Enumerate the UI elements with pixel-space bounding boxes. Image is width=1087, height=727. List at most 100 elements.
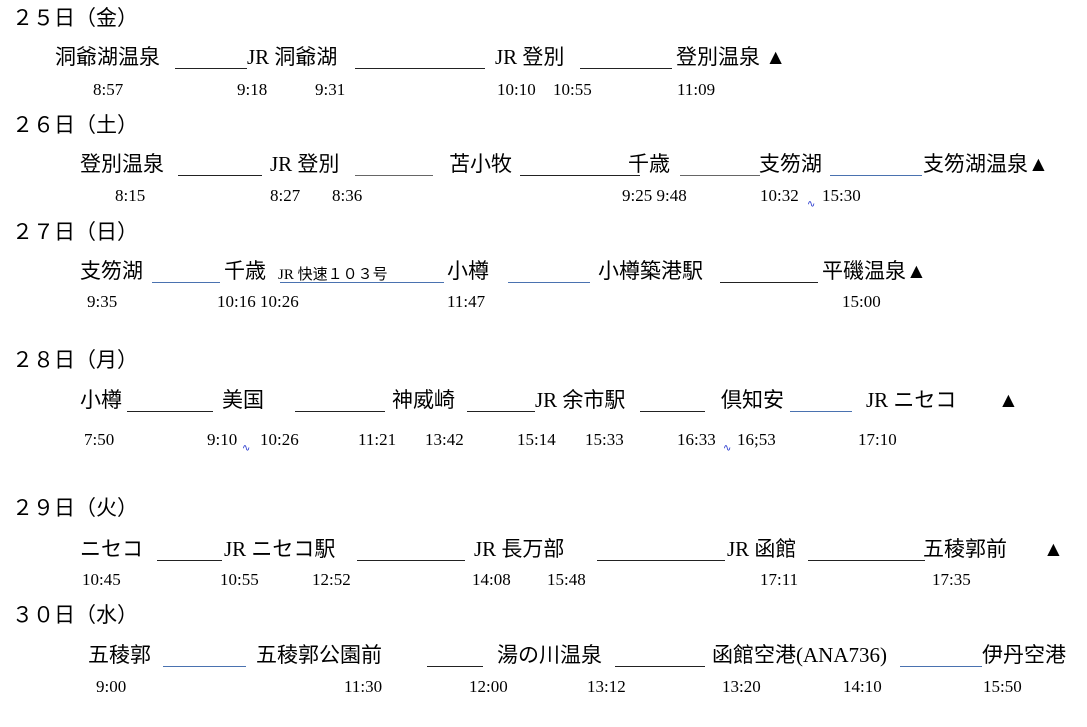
station-name: JR 函館 xyxy=(727,537,797,561)
time-label: 9:25 9:48 xyxy=(622,186,687,205)
station-name: 五稜郭 xyxy=(88,643,151,667)
station-name: JR ニセコ駅 xyxy=(224,537,336,561)
time-label: 15:33 xyxy=(585,430,624,449)
station-name: JR 登別 xyxy=(270,152,340,176)
station-name: 函館空港(ANA736) xyxy=(712,643,887,667)
time-label: 10:10 xyxy=(497,80,536,99)
time-label: 15:00 xyxy=(842,292,881,311)
station-name: JR ニセコ xyxy=(866,388,957,412)
station-name: 小樽 xyxy=(447,259,489,283)
connector-line xyxy=(355,68,485,69)
station-name: 伊丹空港 xyxy=(982,643,1066,667)
time-label: 7:50 xyxy=(84,430,115,449)
time-label: 9:10 xyxy=(207,430,238,449)
time-label: 9:31 xyxy=(315,80,346,99)
day-heading: ２８日（月） xyxy=(12,348,138,372)
time-label: 12:52 xyxy=(312,570,351,589)
connector-line xyxy=(152,282,220,283)
station-name: 神威崎 xyxy=(392,388,455,412)
connector-line xyxy=(355,175,433,176)
station-name: ▲ xyxy=(1043,537,1064,561)
time-label: 10:26 xyxy=(260,430,299,449)
time-label: 10:16 10:26 xyxy=(217,292,299,311)
day-heading: ２６日（土） xyxy=(12,113,138,137)
station-name: JR 快速１０３号 xyxy=(278,267,388,283)
station-name: 平磯温泉▲ xyxy=(822,259,927,283)
station-name: JR 長万部 xyxy=(474,537,565,561)
station-name: ▲ xyxy=(998,388,1019,412)
time-label: 10:55 xyxy=(553,80,592,99)
time-label: 17:35 xyxy=(932,570,971,589)
connector-line xyxy=(597,560,725,561)
connector-line xyxy=(295,411,385,412)
time-label: 13:12 xyxy=(587,677,626,696)
connector-line xyxy=(900,666,982,667)
time-label: 16;53 xyxy=(737,430,776,449)
connector-line xyxy=(830,175,922,176)
station-name: 美国 xyxy=(222,388,264,412)
spellcheck-squiggle: ∿ xyxy=(723,443,732,454)
station-name: 支笏湖 xyxy=(759,152,822,176)
time-label: 15:48 xyxy=(547,570,586,589)
connector-line xyxy=(615,666,705,667)
time-label: 9:00 xyxy=(96,677,127,696)
time-label: 15:50 xyxy=(983,677,1022,696)
connector-line xyxy=(467,411,535,412)
station-name: 千歳 xyxy=(628,152,670,176)
connector-line xyxy=(520,175,640,176)
time-label: 9:35 xyxy=(87,292,118,311)
station-name: 登別温泉 ▲ xyxy=(676,45,787,69)
connector-line xyxy=(127,411,213,412)
station-name: ニセコ xyxy=(80,537,143,561)
time-label: 10:45 xyxy=(82,570,121,589)
station-name: 苫小牧 xyxy=(449,152,512,176)
time-label: 8:27 xyxy=(270,186,301,205)
station-name: 五稜郭公園前 xyxy=(256,643,382,667)
time-label: 11:30 xyxy=(344,677,383,696)
time-label: 10:32 xyxy=(760,186,799,205)
time-label: 11:21 xyxy=(358,430,397,449)
time-label: 8:57 xyxy=(93,80,124,99)
station-name: 小樽 xyxy=(80,388,122,412)
time-label: 14:08 xyxy=(472,570,511,589)
station-name: 湯の川温泉 xyxy=(497,643,602,667)
station-name: 支笏湖温泉▲ xyxy=(923,152,1049,176)
connector-line xyxy=(157,560,222,561)
connector-line xyxy=(720,282,818,283)
time-label: 8:36 xyxy=(332,186,363,205)
time-label: 17:10 xyxy=(858,430,897,449)
spellcheck-squiggle: ∿ xyxy=(807,199,816,210)
day-heading: ３０日（水） xyxy=(12,603,138,627)
connector-line xyxy=(163,666,246,667)
time-label: 11:47 xyxy=(447,292,486,311)
connector-line xyxy=(808,560,925,561)
time-label: 17:11 xyxy=(760,570,799,589)
time-label: 9:18 xyxy=(237,80,268,99)
time-label: 11:09 xyxy=(677,80,716,99)
time-label: 10:55 xyxy=(220,570,259,589)
station-name: JR 洞爺湖 xyxy=(247,45,338,69)
day-heading: ２９日（火） xyxy=(12,496,138,520)
station-name: 洞爺湖温泉 xyxy=(55,45,160,69)
day-heading: ２５日（金） xyxy=(12,6,138,30)
connector-line xyxy=(680,175,760,176)
time-label: 15:30 xyxy=(822,186,861,205)
station-name: 五稜郭前 xyxy=(923,537,1007,561)
connector-line xyxy=(280,282,444,283)
station-name: 小樽築港駅 xyxy=(598,259,703,283)
day-heading: ２７日（日） xyxy=(12,220,138,244)
time-label: 8:15 xyxy=(115,186,146,205)
connector-line xyxy=(357,560,465,561)
connector-line xyxy=(175,68,247,69)
connector-line xyxy=(580,68,672,69)
connector-line xyxy=(790,411,852,412)
time-label: 13:42 xyxy=(425,430,464,449)
station-name: JR 余市駅 xyxy=(535,388,626,412)
station-name: 倶知安 xyxy=(721,388,784,412)
time-label: 16:33 xyxy=(677,430,716,449)
connector-line xyxy=(178,175,262,176)
time-label: 12:00 xyxy=(469,677,508,696)
time-label: 15:14 xyxy=(517,430,556,449)
station-name: 千歳 xyxy=(224,259,266,283)
station-name: 登別温泉 xyxy=(80,152,164,176)
